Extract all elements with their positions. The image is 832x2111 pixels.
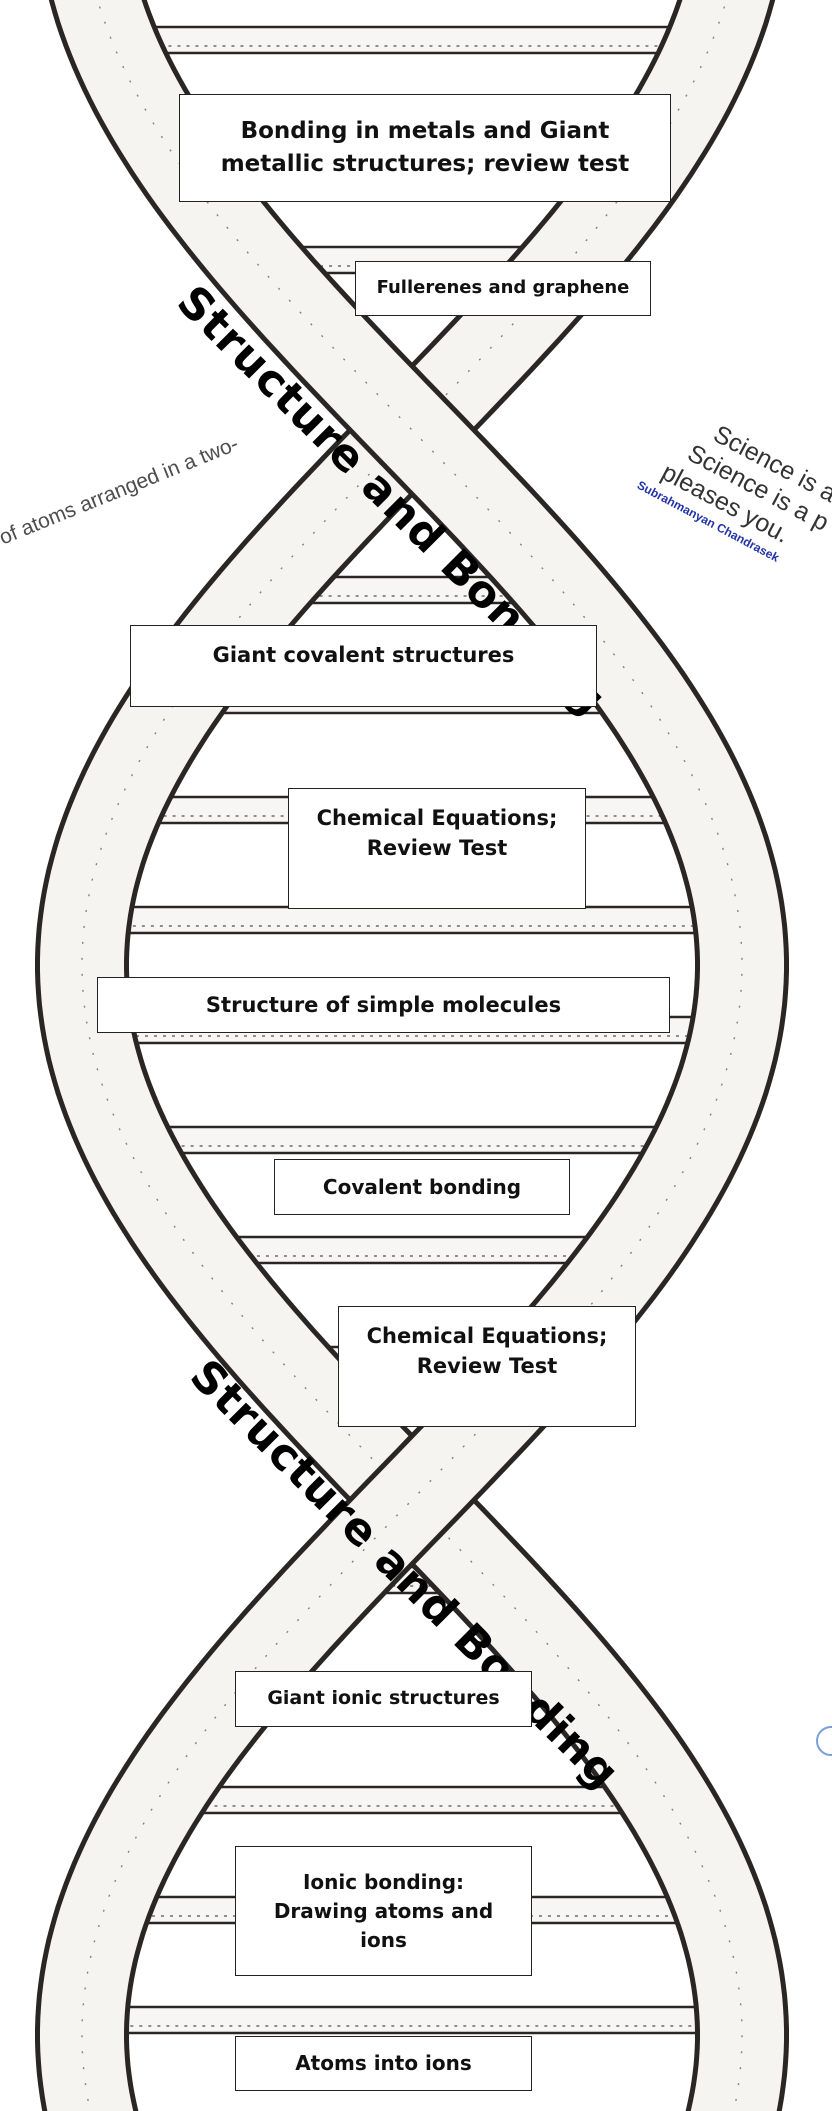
- box-chemical-equations-lower: Chemical Equations; Review Test: [338, 1306, 636, 1427]
- box-giant-ionic-structures: Giant ionic structures: [235, 1671, 532, 1727]
- box-fullerenes-graphene: Fullerenes and graphene: [355, 261, 651, 316]
- helix-rung: [191, 1237, 633, 1263]
- helix-rung: [82, 2007, 741, 2033]
- box-bonding-in-metals: Bonding in metals and Giant metallic str…: [179, 94, 671, 202]
- helix-rung: [111, 27, 712, 53]
- helix-rung: [85, 907, 739, 933]
- box-atoms-into-ions: Atoms into ions: [235, 2036, 532, 2091]
- box-ionic-bonding: Ionic bonding: Drawing atoms and ions: [235, 1846, 532, 1976]
- box-giant-covalent-structures: Giant covalent structures: [130, 625, 597, 707]
- box-covalent-bonding: Covalent bonding: [274, 1159, 570, 1215]
- helix-rung: [125, 1127, 700, 1153]
- box-structure-simple-molecules: Structure of simple molecules: [97, 977, 670, 1033]
- box-chemical-equations-upper: Chemical Equations; Review Test: [288, 788, 586, 909]
